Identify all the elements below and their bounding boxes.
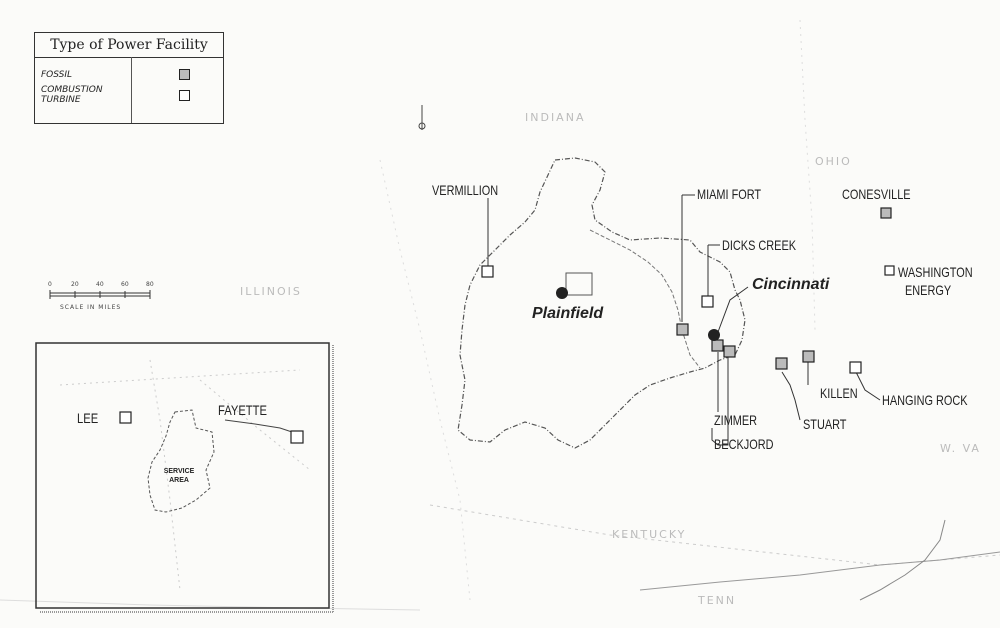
inset-map-frame [35,342,330,609]
river-line [859,519,946,601]
station-label-zimmer: ZIMMER [714,412,758,428]
state-label-ohio: OHIO [815,155,852,168]
state-boundary-line [429,504,1000,566]
city-outline [565,272,593,296]
inset-line [224,419,293,433]
turbine-square-icon [701,295,714,308]
fossil-square-icon [775,357,788,370]
service-territory-outline [457,157,746,449]
station-label-beckjord: BECKJORD [714,436,774,452]
fossil-square-icon [676,323,689,336]
turbine-square-icon [119,411,132,424]
river-line [0,599,421,611]
state-boundary-line [379,159,471,601]
city-dot-icon [556,287,568,299]
station-label-hanging-rock: HANGING ROCK [882,392,968,408]
turbine-square-icon [179,90,190,101]
leader-line-cincinnati [717,286,749,333]
fossil-markers [676,207,892,370]
legend-label-turbine: COMBUSTION TURBINE [41,85,131,105]
legend-label-turbine-line2: TURBINE [41,95,81,105]
turbine-square-icon [481,265,494,278]
legend-divider [131,57,132,123]
fossil-square-icon [711,339,724,352]
station-label-miami-fort: MIAMI FORT [697,186,762,202]
north-arrow-icon [418,105,426,130]
station-label-dicks-creek: DICKS CREEK [722,237,797,253]
station-label-stuart: STUART [803,416,847,432]
city-dot-icon [708,329,720,341]
state-label-indiana: INDIANA [525,111,586,124]
scale-label: SCALE IN MILES [60,304,122,311]
scale-bar [49,290,151,299]
inset-state-lines [59,359,311,591]
leader-line-miami-fort [681,194,695,322]
station-label-vermillion: VERMILLION [432,182,499,198]
leader-lines [487,194,881,446]
scale-tick: 20 [71,281,79,288]
station-label-washington-line2: ENERGY [905,282,952,298]
fossil-square-icon [179,69,190,80]
station-label-washington-line1: WASHINGTON [898,264,973,280]
turbine-square-icon [290,430,304,444]
scale-tick: 0 [48,281,52,288]
turbine-square-icon [849,361,862,374]
inset-label-service-area: SERVICE AREA [154,467,204,485]
inset-label-lee: LEE [77,410,99,426]
leader-line-hanging-rock [855,371,881,401]
leader-line-dicks-creek [707,244,720,296]
scale-tick: 40 [96,281,104,288]
scale-tick: 80 [146,281,154,288]
river-line [589,229,701,369]
state-boundary-line [799,19,816,331]
city-label-cincinnati: Cincinnati [752,276,830,293]
state-label-illinois: ILLINOIS [240,285,302,298]
scale-tick: 60 [121,281,129,288]
river-line [639,551,1000,591]
fossil-square-icon [880,207,892,219]
station-label-killen: KILLEN [820,385,858,401]
fossil-square-icon [723,345,736,358]
inset-label-fayette: FAYETTE [218,402,267,418]
inset-service-area-outline [147,409,215,513]
fossil-square-icon [802,350,815,363]
leader-line-beckjord [711,358,729,446]
city-label-plainfield: Plainfield [532,305,604,322]
state-label-tenn: TENN [698,594,737,607]
state-label-west-va: W. VA [940,442,981,455]
legend-box: Type of Power Facility FOSSIL COMBUSTION… [34,32,224,124]
inset-label-service-line1: SERVICE [163,468,195,475]
legend-title: Type of Power Facility [35,33,223,58]
state-label-kentucky: KENTUCKY [612,528,687,541]
legend-label-fossil: FOSSIL [41,70,73,80]
station-label-conesville: CONESVILLE [842,186,911,202]
inset-label-service-line2: AREA [169,477,189,484]
turbine-square-icon [884,265,895,276]
leader-line-stuart [781,371,801,421]
legend-label-turbine-line1: COMBUSTION [41,85,103,95]
